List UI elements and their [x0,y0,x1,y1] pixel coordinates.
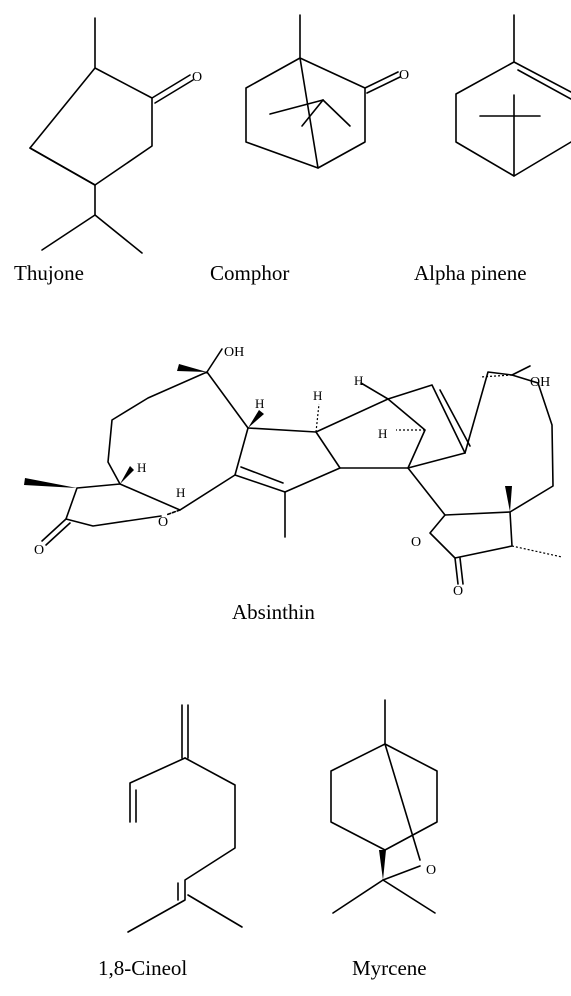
absinthin-h-6: H [378,426,387,441]
thujone-oxygen-label: O [192,70,202,85]
cineol-structure [127,704,243,933]
absinthin-oh-right: OH [530,375,550,390]
absinthin-oxygen-ring-right: O [411,535,421,550]
absinthin-h-3: H [255,396,264,411]
myrcene-name: Myrcene [352,956,427,980]
absinthin-h-2: H [176,485,185,500]
cineol-name: 1,8-Cineol [98,956,187,980]
absinthin-h-4: H [313,388,322,403]
myrcene-structure: O [330,699,438,914]
thujone-name: Thujone [14,261,84,285]
comphor-name: Comphor [210,261,289,285]
myrcene-oxygen-label: O [426,863,436,878]
absinthin-oxygen-carbonyl-left: O [34,543,44,558]
absinthin-structure: OH O O H H H H H H OH O [24,345,563,599]
absinthin-name: Absinthin [232,600,315,624]
absinthin-oxygen-carbonyl-right: O [453,584,463,599]
absinthin-h-1: H [137,460,146,475]
absinthin-oh-left: OH [224,345,244,360]
alpha-pinene-structure [455,14,571,177]
absinthin-oxygen-ring-left: O [158,515,168,530]
comphor-structure: O [245,14,409,169]
absinthin-h-5: H [354,373,363,388]
thujone-structure: O [29,17,202,254]
comphor-oxygen-label: O [399,68,409,83]
alpha-pinene-name: Alpha pinene [414,261,527,285]
